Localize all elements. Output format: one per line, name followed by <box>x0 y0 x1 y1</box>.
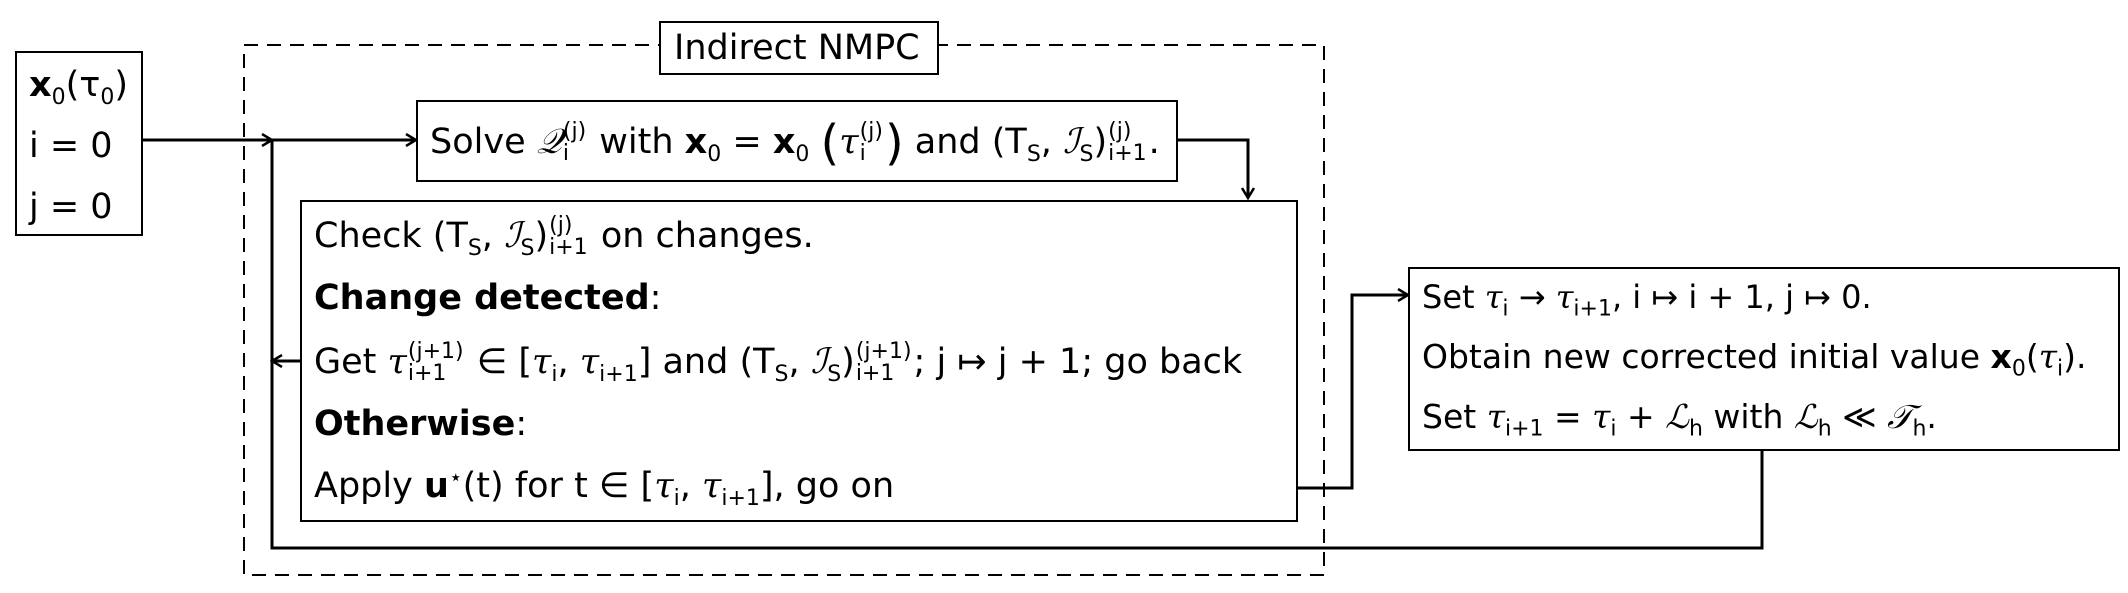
initial-values-box: x0(τ0) i = 0 j = 0 <box>15 51 143 236</box>
arrow-check-to-update <box>1298 295 1408 490</box>
arrow-solve-to-check <box>1178 138 1248 198</box>
init-i: i = 0 <box>29 126 113 166</box>
check-line-apply: Apply u⋆(t) for t ∈ [τi, τi+1], go on <box>314 465 895 511</box>
init-j: j = 0 <box>29 187 113 227</box>
init-x0: x0(τ0) <box>29 65 128 110</box>
solve-text: Solve 𝒬(j)i with x0 = x0 (τ(j)i) and (TS… <box>430 115 1160 171</box>
check-box: Check (TS, ℐS)(j)i+1 on changes. Change … <box>300 200 1298 522</box>
update-line-3: Set τi+1 = τi + ℒh with ℒh ≪ 𝒯h. <box>1422 397 1937 442</box>
check-line-get: Get τ(j+1)i+1 ∈ [τi, τi+1] and (TS, ℐS)(… <box>314 339 1243 387</box>
check-line-change-detected: Change detected: <box>314 278 662 318</box>
check-line-1: Check (TS, ℐS)(j)i+1 on changes. <box>314 213 814 261</box>
update-box: Set τi → τi+1, i ↦ i + 1, j ↦ 0. Obtain … <box>1408 267 2120 451</box>
loop-line <box>270 140 1764 550</box>
check-line-otherwise: Otherwise: <box>314 404 528 444</box>
title-box: Indirect NMPC <box>659 21 939 75</box>
update-line-2: Obtain new corrected initial value x0(τi… <box>1422 337 2087 382</box>
update-line-1: Set τi → τi+1, i ↦ i + 1, j ↦ 0. <box>1422 278 1872 322</box>
diagram-title: Indirect NMPC <box>674 28 920 68</box>
solve-box: Solve 𝒬(j)i with x0 = x0 (τ(j)i) and (TS… <box>416 100 1178 182</box>
